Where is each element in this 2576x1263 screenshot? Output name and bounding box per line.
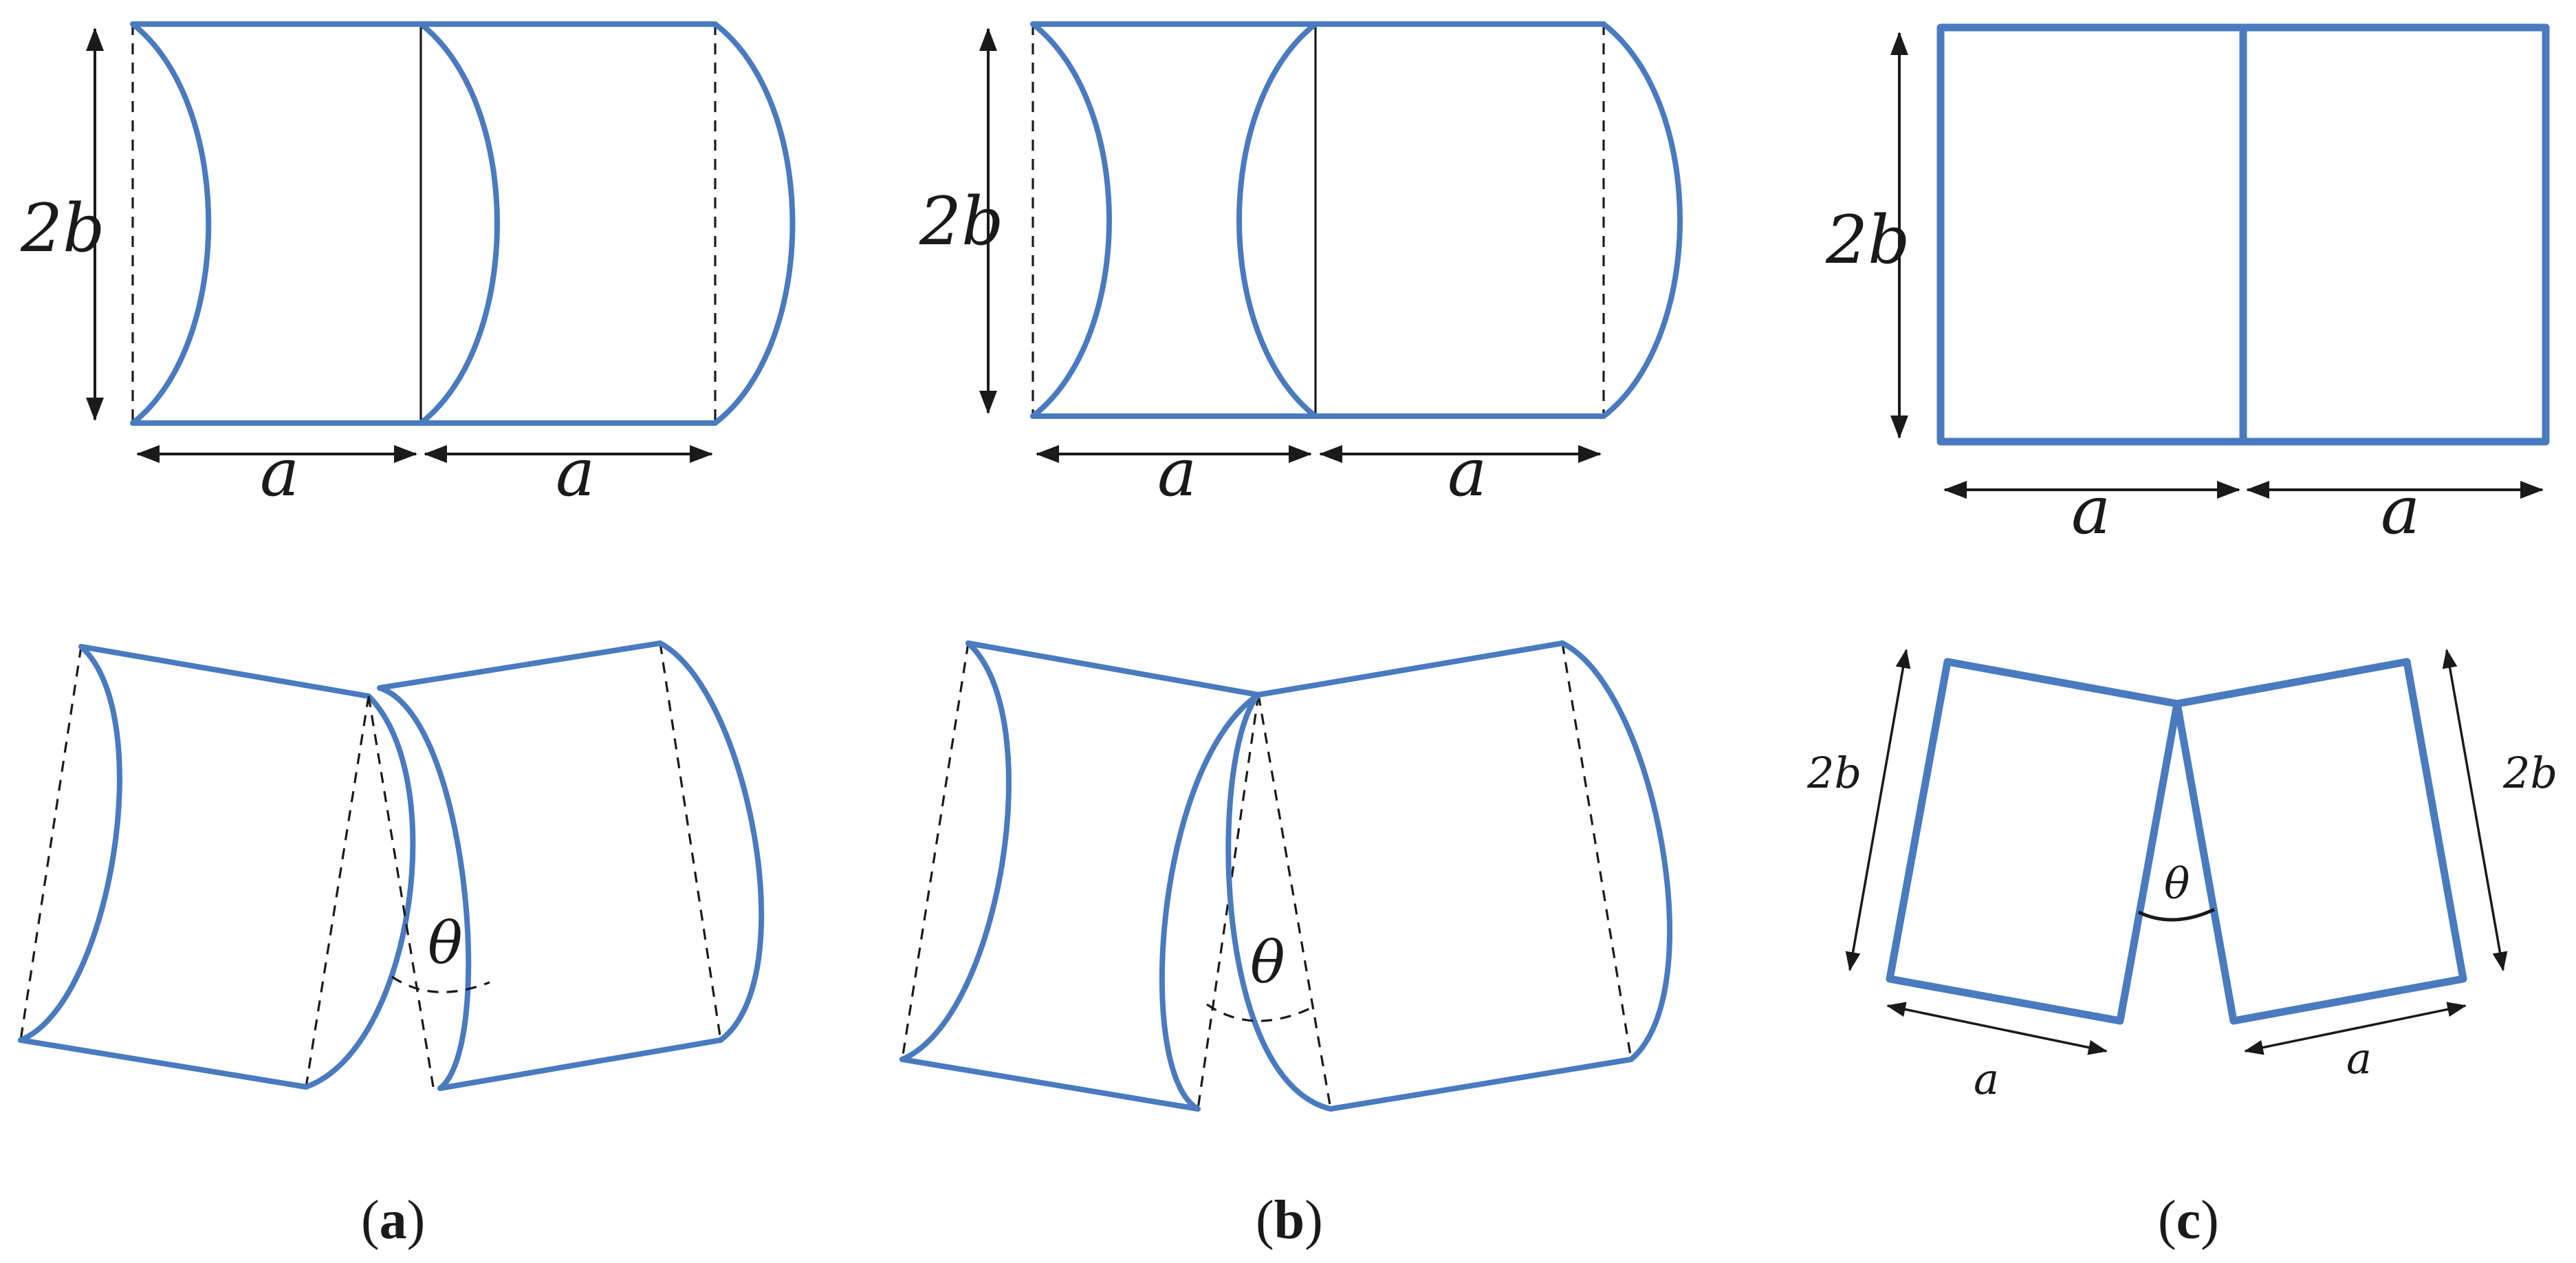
panel-b-height-label: 2b: [919, 183, 1004, 260]
panel-b-fold-left-curve: [899, 640, 1012, 1062]
panel-a-width-label-2: a: [556, 434, 595, 511]
panel-c-fold-right-height-label: 2b: [2502, 748, 2557, 798]
panel-c-angle-label: θ: [2164, 859, 2190, 909]
panel-b-fold-left-top: [965, 640, 1261, 698]
panel-b-fold-left-inner-dashed: [1197, 694, 1260, 1110]
panel-b-fold-right-outer-curve: [1560, 640, 1673, 1062]
panel-a-fold-left-inner-dashed: [305, 695, 370, 1088]
panel-b-fold-right-outer-dashed: [1561, 643, 1633, 1060]
panel-c-height-label: 2b: [1825, 202, 1910, 279]
panel-a-fold-left-inner-curve: [303, 693, 416, 1090]
caption-c: (c): [2158, 1190, 2219, 1251]
panel-c-fold-left-width-label: a: [1974, 1054, 1999, 1104]
panel-a-fold-left-top: [78, 644, 371, 699]
panel-b-middle-curve: [1236, 21, 1318, 419]
panel-c-angle-arc: [2137, 907, 2216, 922]
panel-c-fold-right-width-label: a: [2346, 1033, 2372, 1083]
panel-a-fold-right-bottom: [437, 1037, 723, 1091]
panel-b-fold-left-bottom: [899, 1057, 1201, 1112]
caption-b: (b): [1256, 1190, 1323, 1251]
panel-a-angle-arc: [391, 975, 490, 993]
panel-a-middle-curve: [418, 21, 500, 426]
panel-b-angle-arc: [1206, 1003, 1311, 1022]
panel-b-width-label-1: a: [1157, 434, 1197, 511]
panel-a-flat: 2b a a: [20, 21, 796, 511]
panel-a-fold-right-outer-curve: [657, 640, 765, 1043]
panel-b-fold-right-bottom: [1328, 1057, 1634, 1112]
panel-a-fold-left-curve: [18, 644, 122, 1043]
panel-c-fold-right-plate: [2173, 658, 2467, 1025]
panel-c-flat: 2b a a: [1825, 23, 2550, 549]
panel-b-right-curve: [1601, 21, 1683, 419]
panel-c-folded: θ 2b 2b a a: [1807, 649, 2557, 1104]
panel-c-fold-left-height-arrow: [1845, 649, 1911, 971]
panel-a-fold-left-dashed: [19, 646, 83, 1041]
panel-b-left-curve: [1030, 21, 1112, 419]
panel-a-fold-right-inner-curve: [377, 685, 472, 1091]
panel-a-fold-left-bottom: [18, 1037, 309, 1090]
panel-b-folded: θ: [899, 640, 1673, 1112]
panel-b-fold-right-top: [1256, 640, 1565, 698]
panel-c-fold-right-height-arrow: [2442, 649, 2508, 971]
panel-a-right-curve: [712, 21, 796, 426]
panel-a-width-label-1: a: [260, 434, 299, 511]
panel-b-width-label-2: a: [1448, 434, 1487, 511]
panel-a-fold-right-outer-dashed: [659, 643, 722, 1041]
panel-a-folded: θ: [18, 640, 765, 1091]
panel-c-fold-left-plate: [1886, 658, 2181, 1025]
panel-c-fold-right-width-arrow: [2244, 1002, 2467, 1055]
panel-b-fold-left-inner-curve: [1159, 692, 1261, 1112]
panel-b-fold-right-inner-dashed: [1257, 694, 1332, 1110]
panel-c-fold-left-height-label: 2b: [1807, 748, 1862, 798]
panel-c-width-label-2: a: [2381, 472, 2420, 549]
caption-a: (a): [361, 1190, 425, 1251]
panel-c-fold-left-width-arrow: [1886, 1002, 2108, 1055]
panel-a-angle-label: θ: [428, 909, 463, 977]
panel-a-left-curve: [130, 21, 212, 426]
panel-b-angle-label: θ: [1250, 929, 1285, 996]
panel-c-width-label-1: a: [2071, 472, 2110, 549]
panel-b-fold-left-dashed: [901, 643, 970, 1060]
panel-b-flat: 2b a a: [919, 21, 1683, 511]
panel-b-fold-right-inner-curve: [1225, 692, 1333, 1112]
panel-a-fold-right-top: [377, 640, 663, 691]
panel-a-fold-right-inner-dashed: [367, 695, 435, 1088]
panel-a-height-label: 2b: [20, 190, 105, 267]
